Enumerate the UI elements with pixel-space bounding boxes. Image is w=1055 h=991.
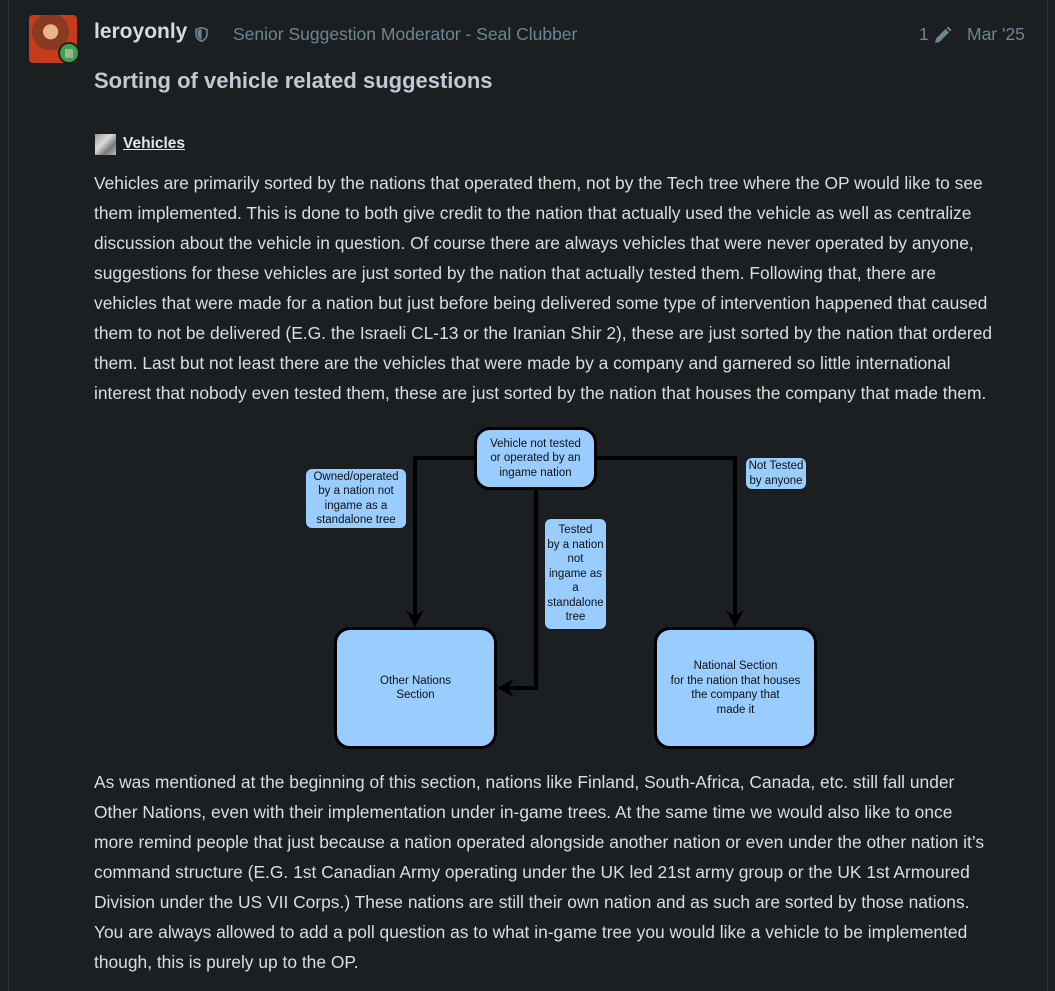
text-line: command structure (E.G. 1st Canadian Arm… — [94, 862, 970, 882]
text-line: You are always allowed to add a poll que… — [94, 922, 968, 942]
right-border — [1047, 0, 1048, 991]
paragraph-vehicles: Vehicles are primarily sorted by the nat… — [94, 168, 992, 408]
connector-left — [413, 456, 476, 620]
left-border — [8, 0, 9, 991]
username[interactable]: leroyonly — [94, 20, 188, 43]
arrowhead-middle — [497, 679, 514, 697]
edge-label-middle: Tested by a nation not ingame as a stand… — [545, 519, 606, 629]
text-line: them implemented. This is done to both g… — [94, 203, 972, 223]
text-line: vehicles that were made for a nation but… — [94, 293, 988, 313]
post-date[interactable]: Mar '25 — [967, 24, 1025, 44]
text-line: Division under the US VII Corps.) These … — [94, 892, 970, 912]
text-line: Other Nations, even with their implement… — [94, 802, 953, 822]
text-line: discussion about the vehicle in question… — [94, 233, 974, 253]
edge-label-left: Owned/operated by a nation not ingame as… — [306, 469, 406, 528]
paragraph-other-nations: As was mentioned at the beginning of thi… — [94, 767, 984, 977]
vehicles-icon — [95, 134, 116, 155]
vehicles-link[interactable]: Vehicles — [123, 135, 186, 152]
text-line: them. Last but not least there are the v… — [94, 353, 951, 373]
connector-right — [594, 456, 737, 620]
flair-badge-icon — [58, 42, 80, 64]
node-start: Vehicle not tested or operated by an ing… — [474, 427, 597, 490]
node-national-section: National Section for the nation that hou… — [654, 627, 817, 749]
text-line: more remind people that just because a n… — [94, 832, 985, 852]
node-other-nations: Other Nations Section — [334, 627, 497, 749]
pencil-icon[interactable] — [932, 26, 952, 46]
text-line: As was mentioned at the beginning of thi… — [94, 772, 955, 792]
moderator-shield-icon — [195, 27, 208, 42]
connector-middle — [505, 488, 538, 690]
text-line: them to not be delivered (E.G. the Israe… — [94, 323, 993, 343]
user-title: Senior Suggestion Moderator - Seal Clubb… — [233, 24, 578, 44]
edge-label-right: Not Tested by anyone — [746, 458, 806, 489]
arrowhead-left — [406, 610, 424, 627]
text-line: suggestions for these vehicles are just … — [94, 263, 936, 283]
edit-count[interactable]: 1 — [919, 24, 929, 44]
text-line: interest that nobody even tested them, t… — [94, 383, 987, 403]
arrowhead-right — [726, 610, 744, 627]
text-line: though, this is purely up to the OP. — [94, 952, 359, 972]
text-line: Vehicles are primarily sorted by the nat… — [94, 173, 983, 193]
post-title: Sorting of vehicle related suggestions — [94, 68, 493, 93]
